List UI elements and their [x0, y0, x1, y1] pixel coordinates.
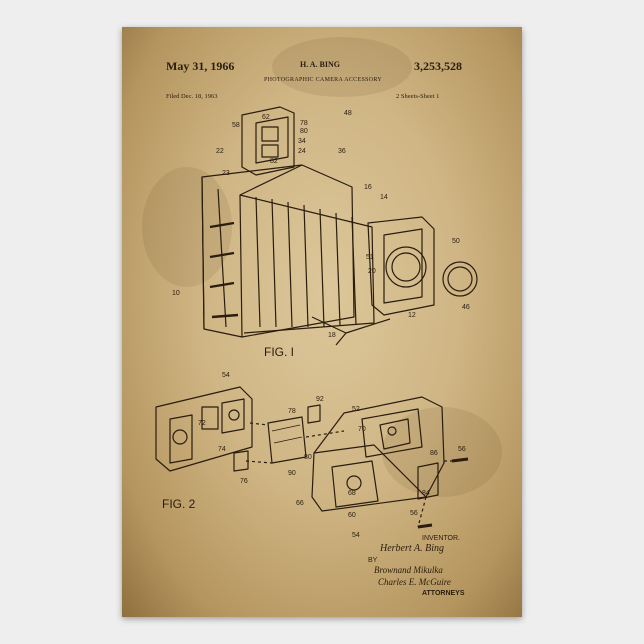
ref-numeral: 50 [452, 238, 460, 245]
ref-numeral: 52 [352, 406, 360, 413]
ref-numeral: 18 [328, 332, 336, 339]
ref-numeral: 62 [262, 114, 270, 121]
ref-numeral: 92 [316, 396, 324, 403]
ref-numeral: 56 [458, 446, 466, 453]
ref-numeral: 46 [462, 304, 470, 311]
ref-numeral: 14 [380, 194, 388, 201]
ref-numeral: 90 [288, 470, 296, 477]
ref-numeral: 10 [172, 290, 180, 297]
ref-numeral: 66 [296, 500, 304, 507]
ref-numeral: 56 [410, 510, 418, 517]
inventor-label: INVENTOR. [422, 535, 460, 542]
attorney-signature-1: Brownand Mikulka [374, 565, 443, 575]
ref-numeral: 12 [408, 312, 416, 319]
ref-numeral: 68 [348, 490, 356, 497]
ref-numeral: 82 [270, 158, 278, 165]
ref-numeral: 84 [422, 490, 430, 497]
ref-numeral: 58 [232, 122, 240, 129]
attorneys-label: ATTORNEYS [422, 590, 465, 597]
ref-numeral: 78 [300, 120, 308, 127]
ref-numeral: 23 [222, 170, 230, 177]
ref-numeral: 54 [352, 532, 360, 539]
ref-numeral: 34 [298, 138, 306, 145]
ref-numeral: 72 [198, 420, 206, 427]
attorney-signature-2: Charles E. McGuire [378, 577, 451, 587]
ref-numeral: 54 [222, 372, 230, 379]
inventor-signature: Herbert A. Bing [380, 543, 444, 554]
ref-numeral: 24 [298, 148, 306, 155]
ref-numeral: 20 [368, 268, 376, 275]
ref-numeral: 80 [300, 128, 308, 135]
ref-numeral: 36 [338, 148, 346, 155]
fig2-label: FIG. 2 [162, 497, 195, 511]
patent-poster: May 31, 1966 H. A. BING 3,253,528 PHOTOG… [122, 27, 522, 617]
ref-numeral: 86 [430, 450, 438, 457]
fig1-label: FIG. I [264, 345, 294, 359]
ref-numeral: 48 [344, 110, 352, 117]
ref-numeral: 51 [366, 254, 374, 261]
patent-drawing: 58 62 78 48 80 34 22 82 24 36 23 16 14 5… [122, 27, 522, 617]
ref-numeral: 16 [364, 184, 372, 191]
fig1-camera-drawing [202, 107, 477, 345]
fig2-accessory-drawing [156, 387, 468, 527]
ref-numeral: 80 [304, 454, 312, 461]
ref-numeral: 70 [358, 426, 366, 433]
ref-numeral: 76 [240, 478, 248, 485]
by-label: BY [368, 557, 377, 564]
ref-numeral: 78 [288, 408, 296, 415]
ref-numeral: 74 [218, 446, 226, 453]
fig2-ref-numerals: 54 92 74 72 76 78 90 52 70 86 56 80 84 6… [198, 372, 466, 539]
ref-numeral: 22 [216, 148, 224, 155]
ref-numeral: 60 [348, 512, 356, 519]
